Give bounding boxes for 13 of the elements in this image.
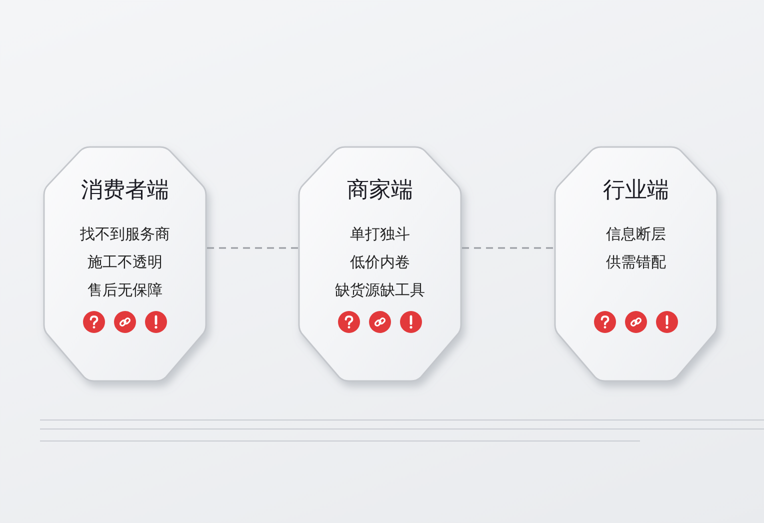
problem-text: 缺货源缺工具 xyxy=(335,281,425,300)
card-heading: 行业端 xyxy=(603,177,669,205)
problem-text: 单打独斗 xyxy=(350,225,410,244)
card-heading: 消费者端 xyxy=(81,177,169,205)
card-heading: 商家端 xyxy=(347,177,413,205)
problem-text: 供需错配 xyxy=(606,253,666,272)
problem-text: 施工不透明 xyxy=(88,253,162,272)
problem-text: 找不到服务商 xyxy=(80,225,170,244)
problem-text: 低价内卷 xyxy=(350,253,410,272)
problem-text: 信息断层 xyxy=(606,225,666,244)
problem-text: 售后无保障 xyxy=(88,281,162,300)
dashed-connector xyxy=(462,247,554,249)
dashed-connector xyxy=(207,247,298,249)
